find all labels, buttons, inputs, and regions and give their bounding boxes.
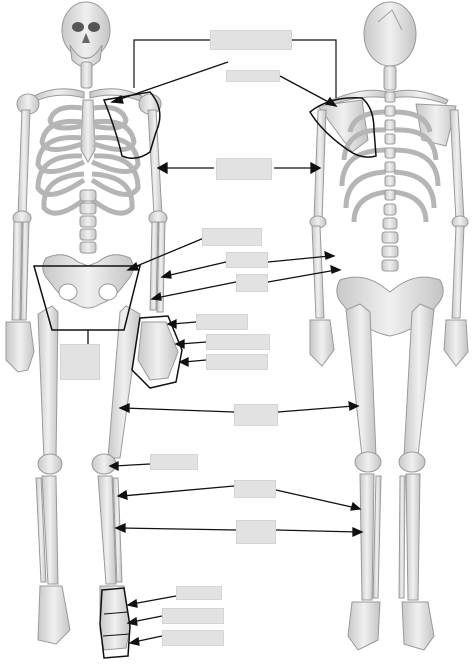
posterior-foot-right xyxy=(347,601,381,651)
anterior-forearm-left xyxy=(149,221,159,311)
pelvis-trapezoid-outline xyxy=(33,265,141,331)
posterior-clavicle-left xyxy=(391,89,449,105)
label-blank-carpals[interactable] xyxy=(196,314,248,330)
posterior-femur-left xyxy=(403,303,435,457)
posterior-hand-left xyxy=(443,319,469,367)
label-blank-patella[interactable] xyxy=(150,454,198,470)
label-blank-tarsals[interactable] xyxy=(176,586,222,600)
anterior-skeleton xyxy=(5,1,179,651)
posterior-hand-right xyxy=(309,319,335,367)
label-blank-ulna[interactable] xyxy=(236,274,268,292)
posterior-rib-cage xyxy=(339,109,441,223)
foot-outline xyxy=(99,587,131,659)
anterior-forearm-right xyxy=(11,221,23,321)
anterior-femur-left xyxy=(107,305,141,459)
posterior-tibia-left xyxy=(405,473,421,601)
anterior-skull xyxy=(61,1,111,59)
posterior-cervical-spine xyxy=(383,65,397,91)
anterior-tibia-right xyxy=(41,475,59,585)
anterior-humerus-right xyxy=(17,109,31,216)
label-blank-fibula[interactable] xyxy=(236,520,276,544)
posterior-forearm-left xyxy=(451,225,465,319)
label-blank-phalanges-hand[interactable] xyxy=(206,354,268,370)
label-blank-scapula-sub[interactable] xyxy=(226,70,280,82)
anterior-femur-right xyxy=(37,305,59,461)
anterior-mandible xyxy=(69,44,103,68)
posterior-tibia-right xyxy=(359,473,375,601)
scapula-bracket xyxy=(133,39,337,98)
posterior-forearm-right xyxy=(311,225,325,319)
label-blank-scapula[interactable] xyxy=(210,30,292,50)
label-blank-metatarsals[interactable] xyxy=(162,608,224,624)
anterior-hand-left xyxy=(137,321,179,381)
leader-lines xyxy=(87,61,364,646)
anterior-foot-right xyxy=(37,585,71,645)
anterior-humerus-left xyxy=(147,109,163,216)
anterior-lumbar-spine xyxy=(79,189,97,254)
label-blank-humerus[interactable] xyxy=(216,158,272,180)
label-blank-radius[interactable] xyxy=(226,252,268,268)
posterior-skeleton xyxy=(309,1,469,651)
posterior-humerus-left xyxy=(449,109,465,221)
label-blank-pelvis[interactable] xyxy=(202,228,262,246)
anterior-tibia-left xyxy=(97,475,117,585)
anterior-pelvis xyxy=(42,254,134,309)
label-blank-pelvic-girdle[interactable] xyxy=(60,344,100,380)
posterior-femur-right xyxy=(345,303,377,457)
hand-outline xyxy=(131,315,183,389)
anterior-hand-right xyxy=(5,321,35,373)
label-blank-tibia[interactable] xyxy=(234,480,276,498)
scapula-outline-posterior xyxy=(309,97,377,158)
label-blank-phalanges-foot[interactable] xyxy=(162,630,224,646)
posterior-spine xyxy=(381,91,399,272)
anterior-rib-cage xyxy=(35,104,141,216)
label-blank-metacarpals[interactable] xyxy=(206,334,270,350)
anterior-clavicle-right xyxy=(33,88,85,102)
scapula-outline-anterior xyxy=(102,91,161,159)
label-blank-femur[interactable] xyxy=(234,404,278,426)
posterior-foot-left xyxy=(401,601,435,651)
anterior-cervical-spine xyxy=(80,61,93,89)
anterior-sternum xyxy=(80,99,96,163)
